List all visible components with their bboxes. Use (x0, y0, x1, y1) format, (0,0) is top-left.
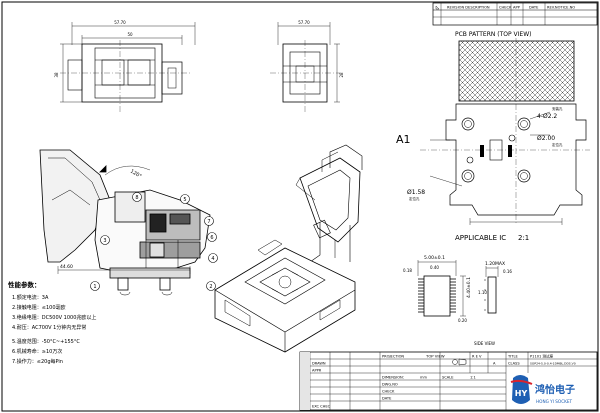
isometric-view (214, 144, 363, 353)
rev-label: R E V (472, 355, 482, 359)
ic-pad2-dim: 0.20 (458, 318, 467, 323)
section-width-dim: 44.60 (60, 264, 73, 270)
balloon-8-label: 8 (135, 195, 138, 201)
dimension-label: DIMENSION: (382, 376, 404, 380)
date-label: DATE (382, 397, 392, 401)
title-value: P1101 测试座 (530, 354, 554, 359)
logo-text: 鸿怡电子 (535, 383, 575, 396)
ic-top-view (417, 260, 466, 317)
balloon-5 (180, 194, 190, 204)
front-inner-dim: 50 (127, 32, 133, 37)
class-value: SOP24-5.0-0.4-1DMBL.DDS.V0 (530, 362, 576, 366)
note-locating-hole-right: 定位孔 (552, 142, 563, 147)
scale-label: SCALE (442, 376, 454, 380)
balloon-7 (204, 216, 214, 226)
ic-side-view (484, 266, 499, 314)
pcb-pattern (420, 38, 590, 225)
dwg-label: DWG.NO (382, 383, 398, 387)
balloon-1 (90, 281, 100, 291)
projection-label: PROJECTION (382, 355, 404, 359)
rev-header-notice: REV.NOTICE.NO (547, 6, 575, 10)
ic-width-dim: 5.00±0.1 (424, 255, 445, 261)
section-view (39, 149, 211, 296)
balloon-6-label: 6 (210, 235, 213, 241)
front-height-dim: 38 (54, 72, 59, 78)
balloon-3-label: 3 (103, 238, 106, 244)
side-view-label: SIDE VIEW (474, 341, 495, 346)
balloon-2 (206, 281, 216, 291)
spec-item-2: 2.接触电阻：≤100毫欧 (12, 304, 66, 311)
title-block (299, 351, 598, 411)
ic-pad-dim: 0.18 (403, 268, 412, 273)
ic-body-dim: 1.10 (478, 290, 487, 295)
section-balloons: 8 5 7 6 3 4 1 2 (90, 192, 218, 291)
top-view-label: TOP VIEW (425, 354, 445, 359)
ic-max-height-dim: 1.20MAX (485, 261, 505, 267)
spec-item-6: 6.机械寿命：≥10万次 (12, 348, 62, 355)
side-height-dim: 28 (339, 72, 344, 78)
approve-label: APPR (312, 369, 322, 373)
balloon-6 (207, 232, 217, 242)
note-mounting-hole: 安装孔 (552, 106, 563, 111)
front-width-dim: 57.70 (114, 20, 126, 25)
title-label: TITLE (507, 355, 518, 359)
rev-header-check: CHECK (499, 6, 512, 10)
spec-item-3: 3.绝缘电阻：DC500V 1000兆欧以上 (12, 314, 96, 321)
balloon-8 (132, 192, 142, 202)
ic-pitch-dim: 0.40 (430, 265, 439, 270)
hole-dim-2: Ø2.00 (537, 135, 555, 142)
open-angle-label: 120° (129, 169, 143, 180)
applicable-ic-label: APPLICABLE IC (455, 234, 506, 242)
side-view (270, 22, 340, 112)
revision-table: REVISION DESCRIPTION CHECK APP DATE REV.… (432, 2, 598, 26)
balloon-3 (100, 235, 110, 245)
ic-height-dim: 4.40±0.1 (466, 277, 472, 298)
spec-item-5: 5.温度范围：-50°C~+155°C (12, 338, 80, 345)
logo-mark-text: HY (515, 389, 528, 398)
balloon-2-label: 2 (209, 284, 212, 290)
ic-lead-dim: 0.16 (503, 269, 512, 274)
class-label: CLASS (508, 362, 520, 366)
balloon-5-label: 5 (183, 197, 186, 203)
rev-value: A (493, 362, 496, 366)
rev-header-description: REVISION DESCRIPTION (447, 6, 490, 10)
hole-dim-1: 4-Ø2.2 (537, 113, 557, 120)
check-label: CHECK (382, 390, 395, 394)
note-locating-hole-left: 定位孔 (409, 196, 420, 201)
pcb-pattern-title: PCB PATTERN (TOP VIEW) (455, 31, 531, 38)
spec-item-1: 1.额定电流：3A (12, 294, 49, 301)
spec-item-4: 4.耐压：AC700V 1分钟内无异常 (12, 324, 86, 331)
balloon-7-label: 7 (207, 219, 210, 225)
logo-subtext: HONG YI SOCKET (536, 399, 573, 404)
footer-label: EXC CHEC (312, 405, 331, 409)
rev-header-app: APP (513, 6, 521, 10)
company-logo: HY 鸿怡电子 HONG YI SOCKET (507, 374, 596, 409)
pcb-pad-area (458, 40, 575, 102)
hole-dim-3: Ø1.58 (407, 189, 425, 196)
balloon-4-label: 4 (211, 256, 214, 262)
spec-item-7: 7.操作力：≤20g每Pin (12, 358, 63, 365)
pin-a1-label: A1 (396, 133, 411, 146)
side-width-dim: 57.70 (298, 20, 310, 25)
applicable-ic-scale: 2:1 (518, 234, 529, 242)
spec-title: 性能参数： (8, 280, 41, 289)
balloon-1-label: 1 (93, 284, 96, 290)
spec-list: 性能参数： 1.额定电流：3A 2.接触电阻：≤100毫欧 3.绝缘电阻：DC5… (8, 280, 96, 365)
drawn-label: DRAWN (312, 362, 326, 366)
front-view (60, 22, 196, 112)
rev-header-date: DATE (529, 6, 539, 10)
scale-value: 1:1 (470, 376, 476, 380)
dimension-unit: mm (420, 376, 428, 380)
balloon-4 (208, 253, 218, 263)
